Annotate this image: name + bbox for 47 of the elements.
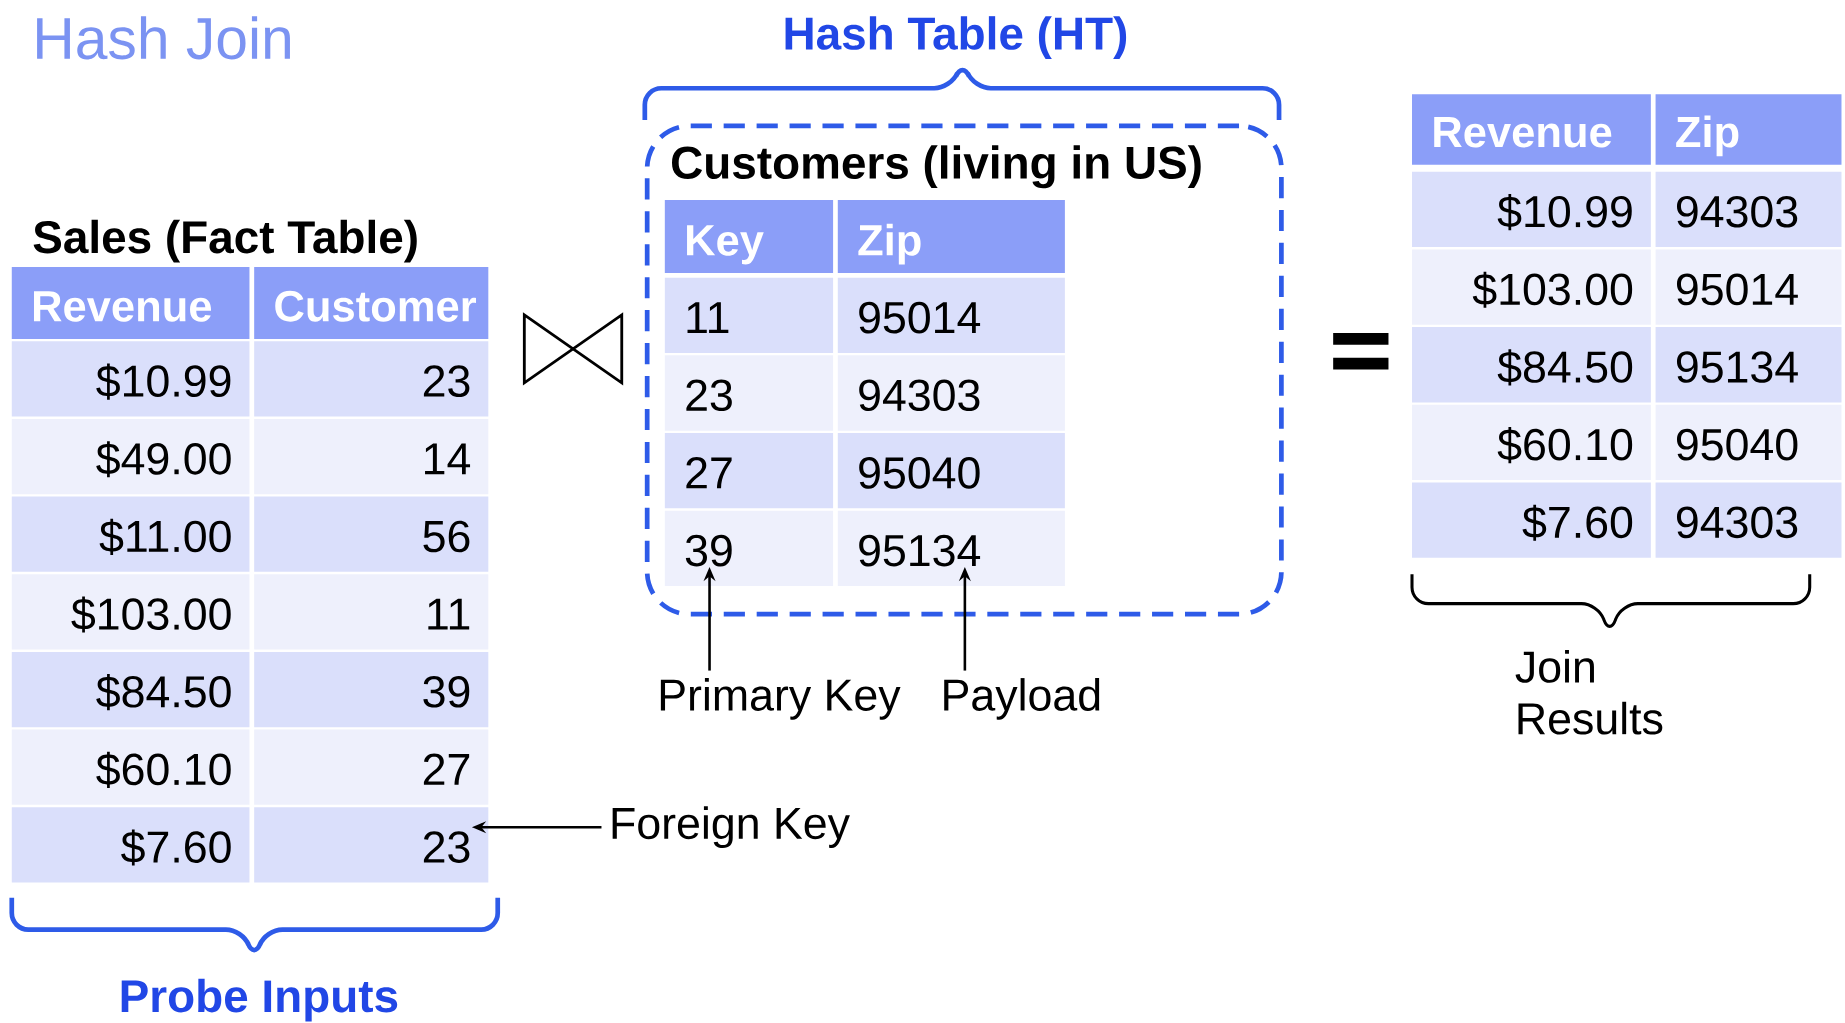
brace-label: Hash Table (HT) — [785, 16, 1127, 60]
table-cell: $7.60 — [11, 807, 250, 883]
table-cell: 11 — [254, 574, 489, 650]
table-cell: 23 — [664, 355, 834, 431]
table-cell: 95134 — [837, 510, 1065, 587]
table-cell: 94303 — [1655, 482, 1842, 558]
diagram-title: Hash Join — [37, 16, 290, 60]
annotation-text: Foreign Key — [612, 806, 850, 849]
table-cell: $84.50 — [11, 652, 250, 728]
table-title: Sales (Fact Table) — [33, 219, 417, 263]
header-cell: Key — [664, 200, 834, 274]
table-cell: 95134 — [1655, 327, 1842, 403]
table-cell: 39 — [664, 510, 834, 587]
table-cell: 56 — [254, 496, 489, 573]
table-cell: $60.10 — [1412, 405, 1651, 481]
header-cell: Customer — [254, 267, 489, 340]
header-cell: Zip — [1655, 94, 1842, 165]
brace-label: Probe Inputs — [121, 978, 398, 1022]
table-cell: $7.60 — [1412, 482, 1651, 558]
table-cell: 95040 — [1655, 405, 1842, 481]
header-cell: Revenue — [1412, 94, 1651, 165]
table-cell: 23 — [254, 807, 489, 883]
annotation-text: Payload — [944, 678, 1100, 720]
table-cell: 39 — [254, 652, 489, 728]
table-cell: 11 — [664, 277, 834, 354]
join-symbol — [522, 312, 624, 386]
table-cell: 95040 — [837, 433, 1065, 509]
table-cell: $103.00 — [1412, 249, 1651, 325]
table-cell: $10.99 — [1412, 172, 1651, 248]
header-cell: Zip — [837, 200, 1065, 274]
table-cell: 95014 — [837, 277, 1065, 354]
table-cell: $60.10 — [11, 729, 250, 806]
table-cell: 23 — [254, 341, 489, 417]
annotation-text: Primary Key — [660, 678, 901, 720]
table-cell: $49.00 — [11, 419, 250, 495]
table-cell: $103.00 — [11, 574, 250, 650]
table-cell: $84.50 — [1412, 327, 1651, 403]
table-cell: 94303 — [837, 355, 1065, 431]
header-cell: Revenue — [11, 267, 250, 340]
brace-label: Join Results — [1515, 650, 1663, 735]
table-cell: 27 — [254, 729, 489, 806]
table-cell: 14 — [254, 419, 489, 495]
table-cell: 95014 — [1655, 249, 1842, 325]
table-cell: $11.00 — [11, 496, 250, 573]
table-cell: $10.99 — [11, 341, 250, 417]
table-cell: 94303 — [1655, 172, 1842, 248]
table-cell: 27 — [664, 433, 834, 509]
